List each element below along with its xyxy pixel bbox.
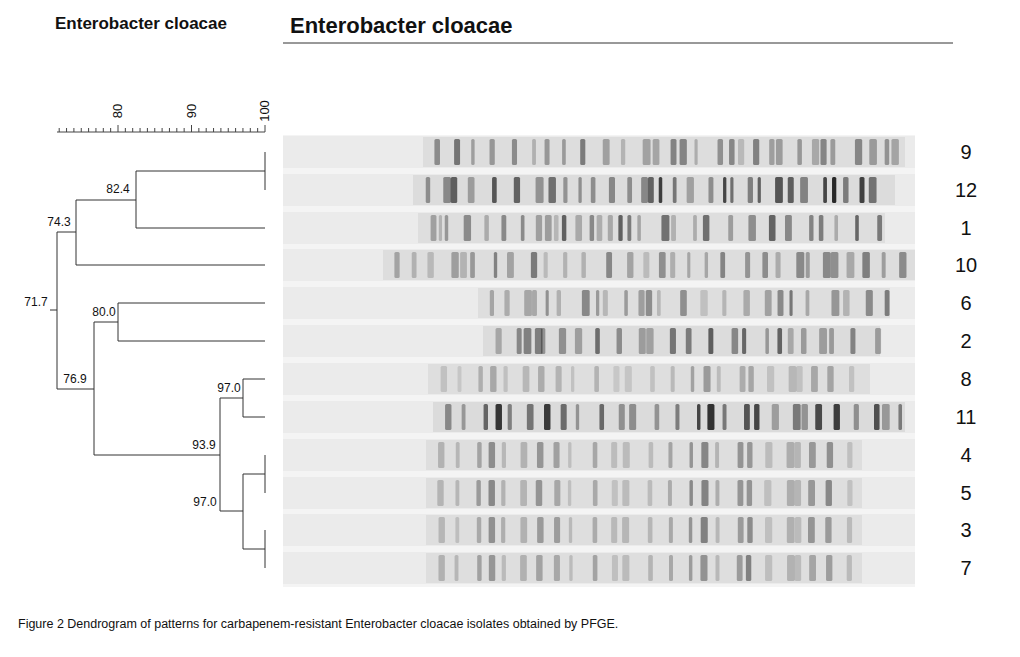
similarity-value: 97.0 (193, 496, 216, 510)
gel-lane (283, 514, 915, 546)
isolate-number: 6 (960, 292, 971, 315)
tree-branch (76, 200, 136, 201)
scale-number: 90 (185, 104, 200, 118)
gel-lane (283, 401, 915, 433)
tree-branch (76, 265, 265, 266)
similarity-scale (57, 125, 265, 132)
tree-branch (243, 417, 265, 418)
gel-lane (283, 325, 915, 357)
isolate-number: 4 (960, 444, 971, 467)
isolate-number: 5 (960, 482, 971, 505)
isolate-number: 8 (960, 368, 971, 391)
scale-number: 100 (258, 100, 273, 122)
title-rule (283, 43, 953, 44)
pfge-gel (283, 135, 915, 587)
similarity-value: 82.4 (106, 183, 129, 197)
gel-lane (283, 477, 915, 509)
tree-branch (94, 322, 118, 323)
tree-branch (50, 310, 57, 311)
panel-header: Enterobacter cloacae (55, 14, 227, 34)
tree-branch (220, 398, 243, 399)
similarity-value: 74.3 (47, 216, 70, 230)
tree-branch (220, 511, 243, 512)
gel-lane (283, 249, 915, 281)
tree-branch (243, 379, 265, 380)
isolate-number: 1 (960, 217, 971, 240)
tree-branch (94, 455, 220, 456)
tree-branch (57, 389, 94, 390)
isolate-number: 7 (960, 557, 971, 580)
tree-branch (136, 228, 265, 229)
gel-lane (283, 287, 915, 319)
tree-branch (118, 303, 265, 304)
similarity-value: 93.9 (192, 439, 215, 453)
similarity-value: 97.0 (217, 382, 240, 396)
gel-lane (283, 439, 915, 471)
gel-lane (283, 174, 915, 206)
gel-lane (283, 136, 915, 168)
tree-branch (265, 455, 266, 493)
gel-lane (283, 212, 915, 244)
gel-lane (283, 552, 915, 584)
isolate-number: 3 (960, 519, 971, 542)
tree-branch (118, 341, 265, 342)
isolate-number: 2 (960, 330, 971, 353)
figure-title: Enterobacter cloacae (290, 13, 513, 38)
similarity-value: 71.7 (24, 296, 47, 310)
tree-branch (265, 530, 266, 568)
isolate-number: 11 (956, 406, 977, 429)
isolate-number: 10 (955, 254, 977, 277)
dendrogram-tree (50, 152, 265, 568)
similarity-value: 76.9 (63, 373, 86, 387)
tree-branch (243, 474, 265, 475)
tree-branch (136, 171, 265, 172)
tree-branch (243, 549, 265, 550)
similarity-value: 80.0 (92, 306, 115, 320)
gel-lane (283, 363, 915, 395)
isolate-number: 12 (955, 179, 977, 202)
tree-branch (57, 232, 76, 233)
isolate-number: 9 (960, 141, 971, 164)
scale-number: 80 (111, 104, 126, 118)
figure-caption: Figure 2 Dendrogram of patterns for carb… (18, 617, 618, 631)
